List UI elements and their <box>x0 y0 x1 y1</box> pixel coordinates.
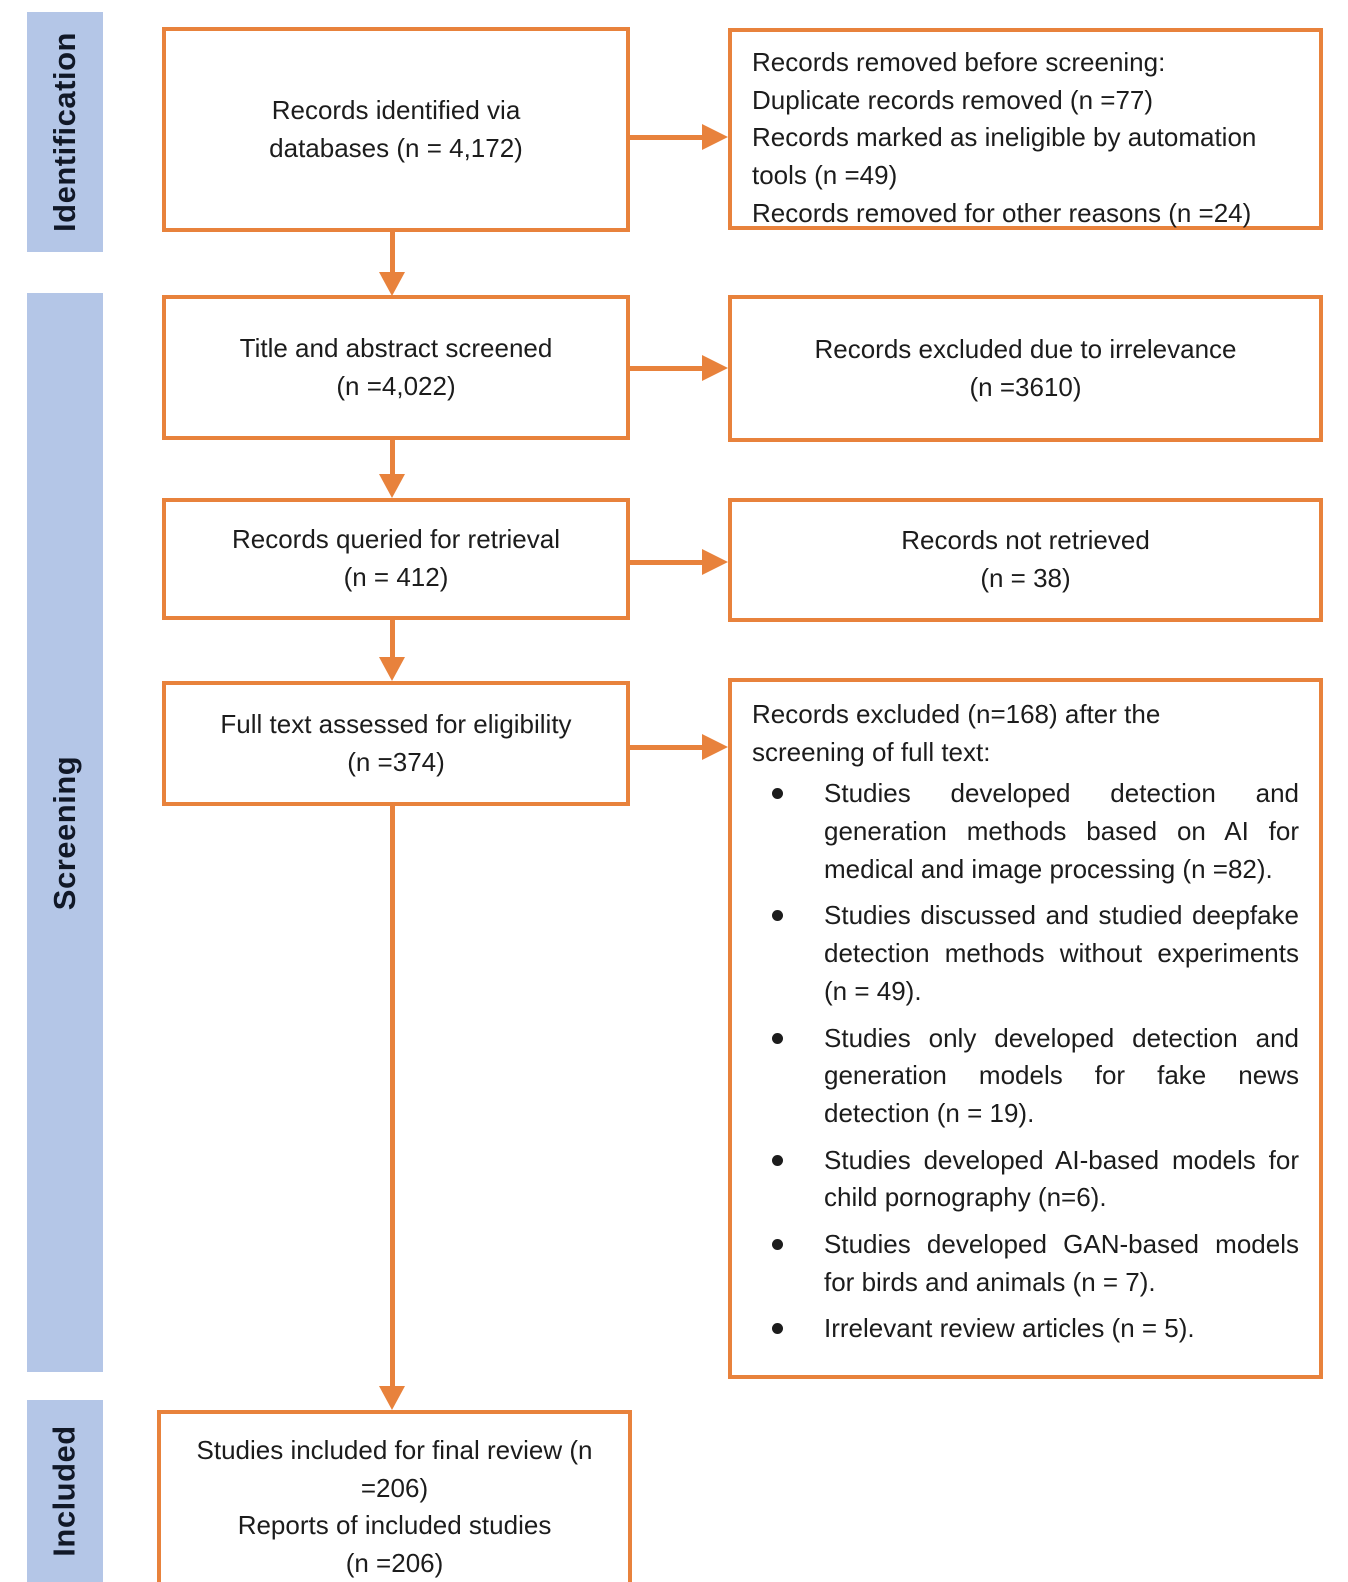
screened-line1: Title and abstract screened <box>239 332 553 363</box>
removed-line3: Records marked as ineligible by automati… <box>752 122 1257 191</box>
removed-line2: Duplicate records removed (n =77) <box>752 84 1154 115</box>
box-records-identified: Records identified via databases (n = 4,… <box>162 27 630 232</box>
arrowhead-queried-to-fulltext <box>379 657 405 681</box>
included-line2: Reports of included studies <box>237 1510 552 1541</box>
box-studies-included: Studies included for final review (n =20… <box>157 1410 632 1582</box>
excluded-bullet-item: Studies developed detection and generati… <box>752 775 1299 888</box>
excluded-full-text-intro2: screening of full text: <box>752 736 991 767</box>
arrowhead-fulltext-to-included <box>379 1386 405 1410</box>
excluded-bullet-item: Studies developed AI-based models for ch… <box>752 1142 1299 1217</box>
arrowhead-fulltext-to-excluded <box>702 734 728 760</box>
full-text-line1: Full text assessed for eligibility <box>220 708 572 739</box>
arrow-fulltext-to-excluded <box>630 745 706 750</box>
excluded-full-text-intro1: Records excluded (n=168) after the <box>752 699 1161 729</box>
arrow-screened-to-excluded <box>630 366 706 371</box>
excluded-bullet-item: Irrelevant review articles (n = 5). <box>752 1310 1299 1348</box>
arrowhead-queried-to-not-retrieved <box>702 549 728 575</box>
box-records-removed: Records removed before screening: Duplic… <box>728 28 1323 230</box>
box-not-retrieved: Records not retrieved (n = 38) <box>728 498 1323 622</box>
records-identified-line1: Records identified via <box>271 94 521 125</box>
box-excluded-irrelevance: Records excluded due to irrelevance (n =… <box>728 295 1323 442</box>
included-line3: (n =206) <box>345 1548 444 1579</box>
excluded-bullet-item: Studies only developed detection and gen… <box>752 1020 1299 1133</box>
stage-identification: Identification <box>27 12 103 252</box>
excluded-irrelevance-line2: (n =3610) <box>969 371 1082 402</box>
included-line1: Studies included for final review (n =20… <box>196 1435 593 1503</box>
stage-included-label: Included <box>47 1425 83 1557</box>
arrowhead-screened-to-queried <box>379 474 405 498</box>
box-title-abstract-screened: Title and abstract screened (n =4,022) <box>162 295 630 440</box>
removed-line1: Records removed before screening: <box>752 47 1166 77</box>
arrowhead-identified-to-removed <box>702 124 728 150</box>
stage-included: Included <box>27 1400 103 1582</box>
excluded-full-text-bullet-list: Studies developed detection and generati… <box>752 775 1299 1357</box>
arrow-identified-to-removed <box>630 135 706 140</box>
arrow-fulltext-to-included <box>390 806 395 1388</box>
records-identified-line2: databases (n = 4,172) <box>269 132 523 163</box>
excluded-bullet-item: Studies discussed and studied deepfake d… <box>752 897 1299 1010</box>
screened-line2: (n =4,022) <box>336 370 456 401</box>
arrow-identified-to-screened <box>390 232 395 274</box>
stage-identification-label: Identification <box>47 32 83 232</box>
not-retrieved-line2: (n = 38) <box>980 563 1071 593</box>
box-full-text-assessed: Full text assessed for eligibility (n =3… <box>162 681 630 806</box>
excluded-irrelevance-line1: Records excluded due to irrelevance <box>814 333 1237 364</box>
stage-screening: Screening <box>27 293 103 1372</box>
arrow-screened-to-queried <box>390 440 395 476</box>
excluded-bullet-item: Studies developed GAN-based models for b… <box>752 1226 1299 1301</box>
arrowhead-screened-to-excluded <box>702 355 728 381</box>
box-records-queried: Records queried for retrieval (n = 412) <box>162 498 630 620</box>
not-retrieved-line1: Records not retrieved <box>901 525 1150 556</box>
arrow-queried-to-fulltext <box>390 620 395 659</box>
arrowhead-identified-to-screened <box>379 272 405 296</box>
full-text-line2: (n =374) <box>347 746 445 777</box>
queried-line2: (n = 412) <box>343 562 449 592</box>
stage-screening-label: Screening <box>47 755 83 910</box>
box-excluded-full-text: Records excluded (n=168) after the scree… <box>728 678 1323 1379</box>
queried-line1: Records queried for retrieval <box>231 524 561 555</box>
arrow-queried-to-not-retrieved <box>630 560 706 565</box>
removed-line4: Records removed for other reasons (n =24… <box>752 197 1252 228</box>
